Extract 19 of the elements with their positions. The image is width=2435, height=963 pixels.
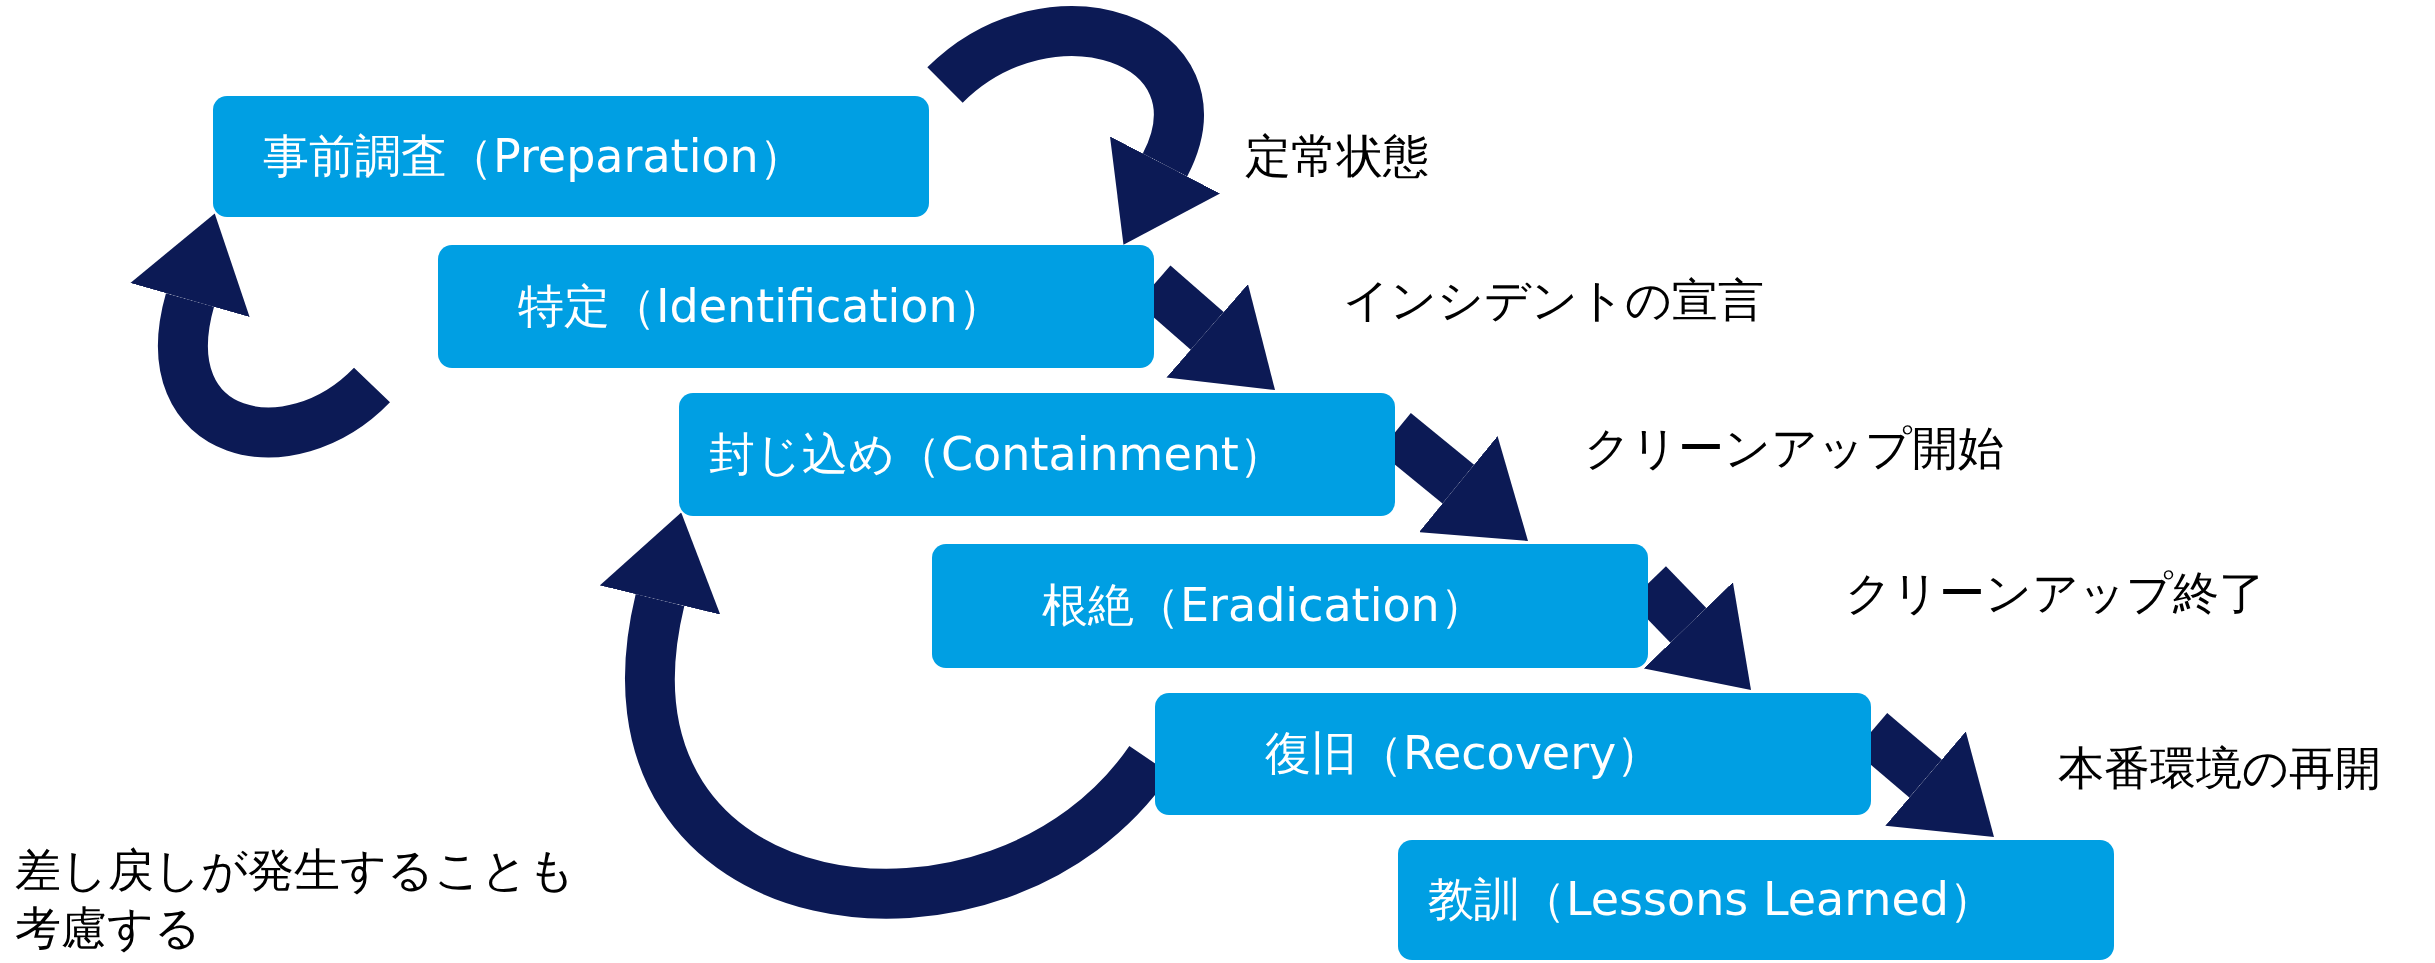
process-box xyxy=(213,96,929,217)
edge-label: クリーンアップ終了 xyxy=(1845,565,2265,622)
process-box xyxy=(438,245,1154,368)
step-label: 復旧（Recovery） xyxy=(1265,725,1663,782)
process-box xyxy=(932,544,1648,668)
step-label: 特定（Identification） xyxy=(518,277,1004,335)
edge-label: 定常状態 xyxy=(1245,128,1429,185)
arrow xyxy=(129,211,389,457)
edge-label: 本番環境の再開 xyxy=(2058,740,2381,797)
step-label: 教訓（Lessons Learned） xyxy=(1428,871,1995,928)
process-box xyxy=(1155,693,1871,815)
process-box xyxy=(679,393,1395,516)
step-label: 事前調査（Preparation） xyxy=(263,127,805,185)
process-box xyxy=(1398,840,2114,960)
edge-label: インシデントの宣言 xyxy=(1343,272,1764,329)
edge-label: クリーンアップ開始 xyxy=(1584,420,2004,477)
edge-label: 差し戻しが発生することも考慮する xyxy=(15,842,576,957)
step-label: 根絶（Eradication） xyxy=(1042,577,1486,634)
step-label: 封じ込め（Containment） xyxy=(709,425,1285,483)
